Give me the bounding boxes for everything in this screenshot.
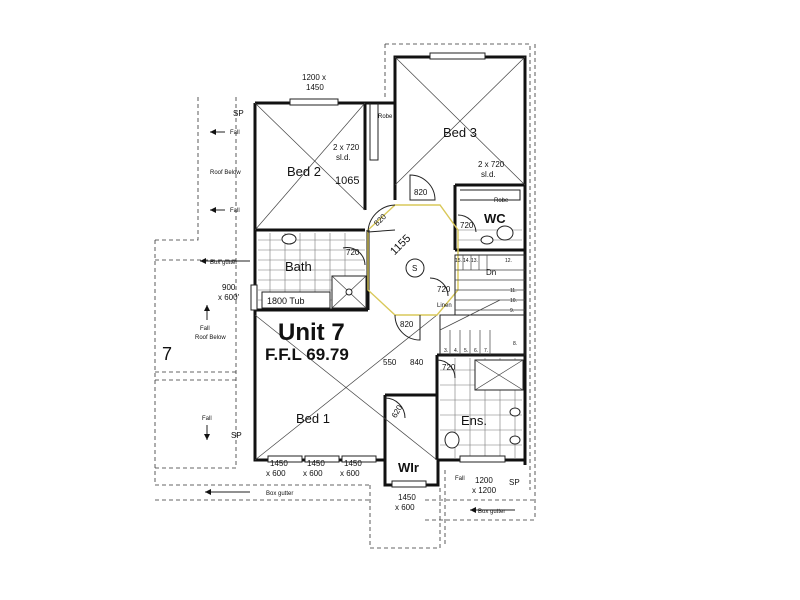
door-1155: 1155 xyxy=(388,233,413,258)
wc-fixtures xyxy=(458,225,522,245)
fall-3: Fall xyxy=(202,416,212,422)
fall-arrows xyxy=(200,129,515,513)
door-550: 550 xyxy=(383,358,397,367)
win-ens-a: 1200 xyxy=(475,476,493,485)
unit-title: Unit 7 xyxy=(278,319,345,346)
box-gutter-ens: Box gutter xyxy=(478,509,505,515)
robe-bed2: Robe xyxy=(378,114,393,120)
step-13: 13. xyxy=(471,258,478,264)
sld-bed2-b: sl.d. xyxy=(336,153,351,162)
door-820-hall: 820 xyxy=(414,188,428,197)
room-ens: Ens. xyxy=(461,413,487,428)
windows xyxy=(250,52,506,488)
sp-ens: SP xyxy=(509,478,520,487)
win-left-b: x 600' xyxy=(218,293,240,302)
side-number: 7 xyxy=(162,344,172,364)
win-b2-b: x 600 xyxy=(303,469,323,478)
sp-bottom: SP xyxy=(231,431,242,440)
step-15: 15. xyxy=(455,258,462,264)
win-wir-a: 1450 xyxy=(398,493,416,502)
door-720-ens: 720 xyxy=(442,363,456,372)
step-12: 12. xyxy=(505,258,512,264)
win-b3-a: 1450 xyxy=(344,459,362,468)
roof-outline xyxy=(154,43,536,549)
step-4: 4. xyxy=(454,348,458,354)
room-wc: WC xyxy=(484,211,506,226)
step-14: 14. xyxy=(463,258,470,264)
door-720-bath: 720 xyxy=(346,248,360,257)
fall-2: Fall xyxy=(230,208,240,214)
door-swings xyxy=(342,174,477,419)
ensuite-fixtures xyxy=(440,358,524,458)
door-840: 840 xyxy=(410,358,424,367)
win-top-a: 1200 x xyxy=(302,73,326,82)
ceiling-diagonals xyxy=(254,56,526,461)
fall-roof-a: Fall xyxy=(200,326,210,332)
win-b1-a: 1450 xyxy=(270,459,288,468)
sld-bed3-a: 2 x 720 xyxy=(478,160,505,169)
sp-top: SP xyxy=(233,109,244,118)
stair-symbol: S xyxy=(412,264,417,273)
fall-4: Fall xyxy=(455,476,465,482)
room-bed1: Bed 1 xyxy=(296,411,330,426)
room-wir: WIr xyxy=(398,460,419,475)
tub-label: 1800 Tub xyxy=(267,296,305,306)
win-b3-b: x 600 xyxy=(340,469,360,478)
step-5: 5. xyxy=(464,348,468,354)
step-8: 8. xyxy=(513,341,517,347)
door-720-wc: 720 xyxy=(460,221,474,230)
box-gutter-left: Box gutter xyxy=(210,260,237,266)
win-wir-b: x 600 xyxy=(395,503,415,512)
door-1065: 1065 xyxy=(335,175,359,187)
fall-1: Fall xyxy=(230,130,240,136)
room-bed3: Bed 3 xyxy=(443,125,477,140)
robe-bed3: Robe xyxy=(494,198,509,204)
sld-bed2-a: 2 x 720 xyxy=(333,143,360,152)
win-left-a: 900 xyxy=(222,283,236,292)
linen-label: Linen xyxy=(437,303,452,309)
door-820-bed1: 820 xyxy=(400,320,414,329)
labels: Unit 7 F.F.L 69.79 7 Bed 1 Bed 2 Bed 3 B… xyxy=(162,73,520,515)
ffl-label: F.F.L 69.79 xyxy=(265,345,349,364)
fall-roof-b: Roof Below xyxy=(195,335,226,341)
step-11: 11. xyxy=(510,288,517,294)
win-b1-b: x 600 xyxy=(266,469,286,478)
win-ens-b: x 1200 xyxy=(472,486,497,495)
door-720-linen: 720 xyxy=(437,285,451,294)
room-bed2: Bed 2 xyxy=(287,164,321,179)
roof-below: Roof Below xyxy=(210,170,241,176)
stair-down: Dn xyxy=(486,268,496,277)
step-10: 10. xyxy=(510,298,517,304)
box-gutter-bottom: Box gutter xyxy=(266,491,293,497)
step-9: 9. xyxy=(510,308,514,314)
stairs xyxy=(439,254,526,356)
win-top-b: 1450 xyxy=(306,83,324,92)
step-7: 7. xyxy=(484,348,488,354)
door-620-wir: 620 xyxy=(390,403,405,420)
step-6: 6. xyxy=(474,348,478,354)
room-bath: Bath xyxy=(285,259,312,274)
sld-bed3-b: sl.d. xyxy=(481,170,496,179)
bath-tiles xyxy=(258,233,367,309)
win-b2-a: 1450 xyxy=(307,459,325,468)
step-3: 3. xyxy=(444,348,448,354)
